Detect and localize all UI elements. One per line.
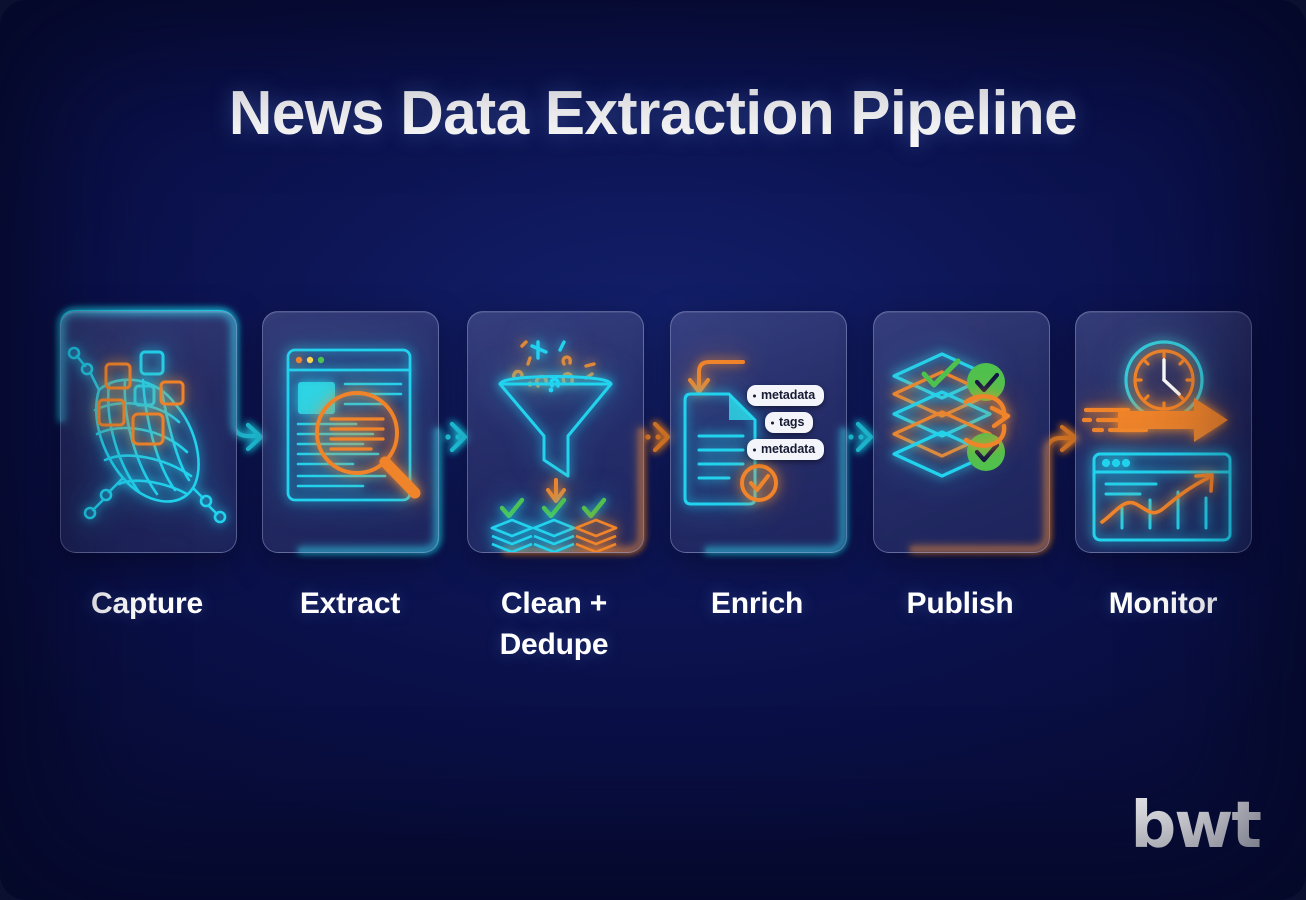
funnel-dedupe-stacks-icon [490, 340, 618, 552]
page-title: News Data Extraction Pipeline [228, 79, 1078, 148]
step-card-publish[interactable] [873, 311, 1050, 553]
article-magnifier-icon [286, 348, 421, 502]
step-label-monitor: Monitor [1108, 587, 1218, 620]
step-card-monitor[interactable] [1075, 311, 1252, 553]
step-label-extract: Extract [299, 587, 401, 620]
document-metadata-tags-icon [683, 360, 778, 506]
step-label-publish: Publish [906, 587, 1014, 620]
step-card-enrich[interactable]: metadata tags metadata [670, 311, 847, 553]
step-card-clean-dedupe[interactable] [467, 311, 644, 553]
step-label-clean-dedupe: Clean + Dedupe [439, 583, 669, 666]
step-label-enrich: Enrich [710, 587, 804, 620]
tag-pill-metadata-bottom[interactable]: metadata [747, 439, 825, 460]
step-label-clean-line2: Dedupe [499, 628, 609, 662]
stacked-layers-verified-icon [892, 352, 1011, 478]
step-card-capture[interactable] [60, 311, 237, 553]
step-label-capture: Capture [91, 587, 203, 620]
step-label-clean-line1: Clean + [500, 587, 608, 620]
net-catching-data-squares-icon [67, 346, 227, 524]
tag-pill-tags[interactable]: tags [765, 412, 814, 433]
tag-pill-metadata-top[interactable]: metadata [747, 385, 825, 406]
speed-clock-dashboard-icon [1081, 340, 1232, 542]
brand-logo-bwt: bwt [1130, 789, 1262, 863]
step-card-extract[interactable] [262, 311, 439, 553]
verified-badge-top [967, 363, 1005, 401]
